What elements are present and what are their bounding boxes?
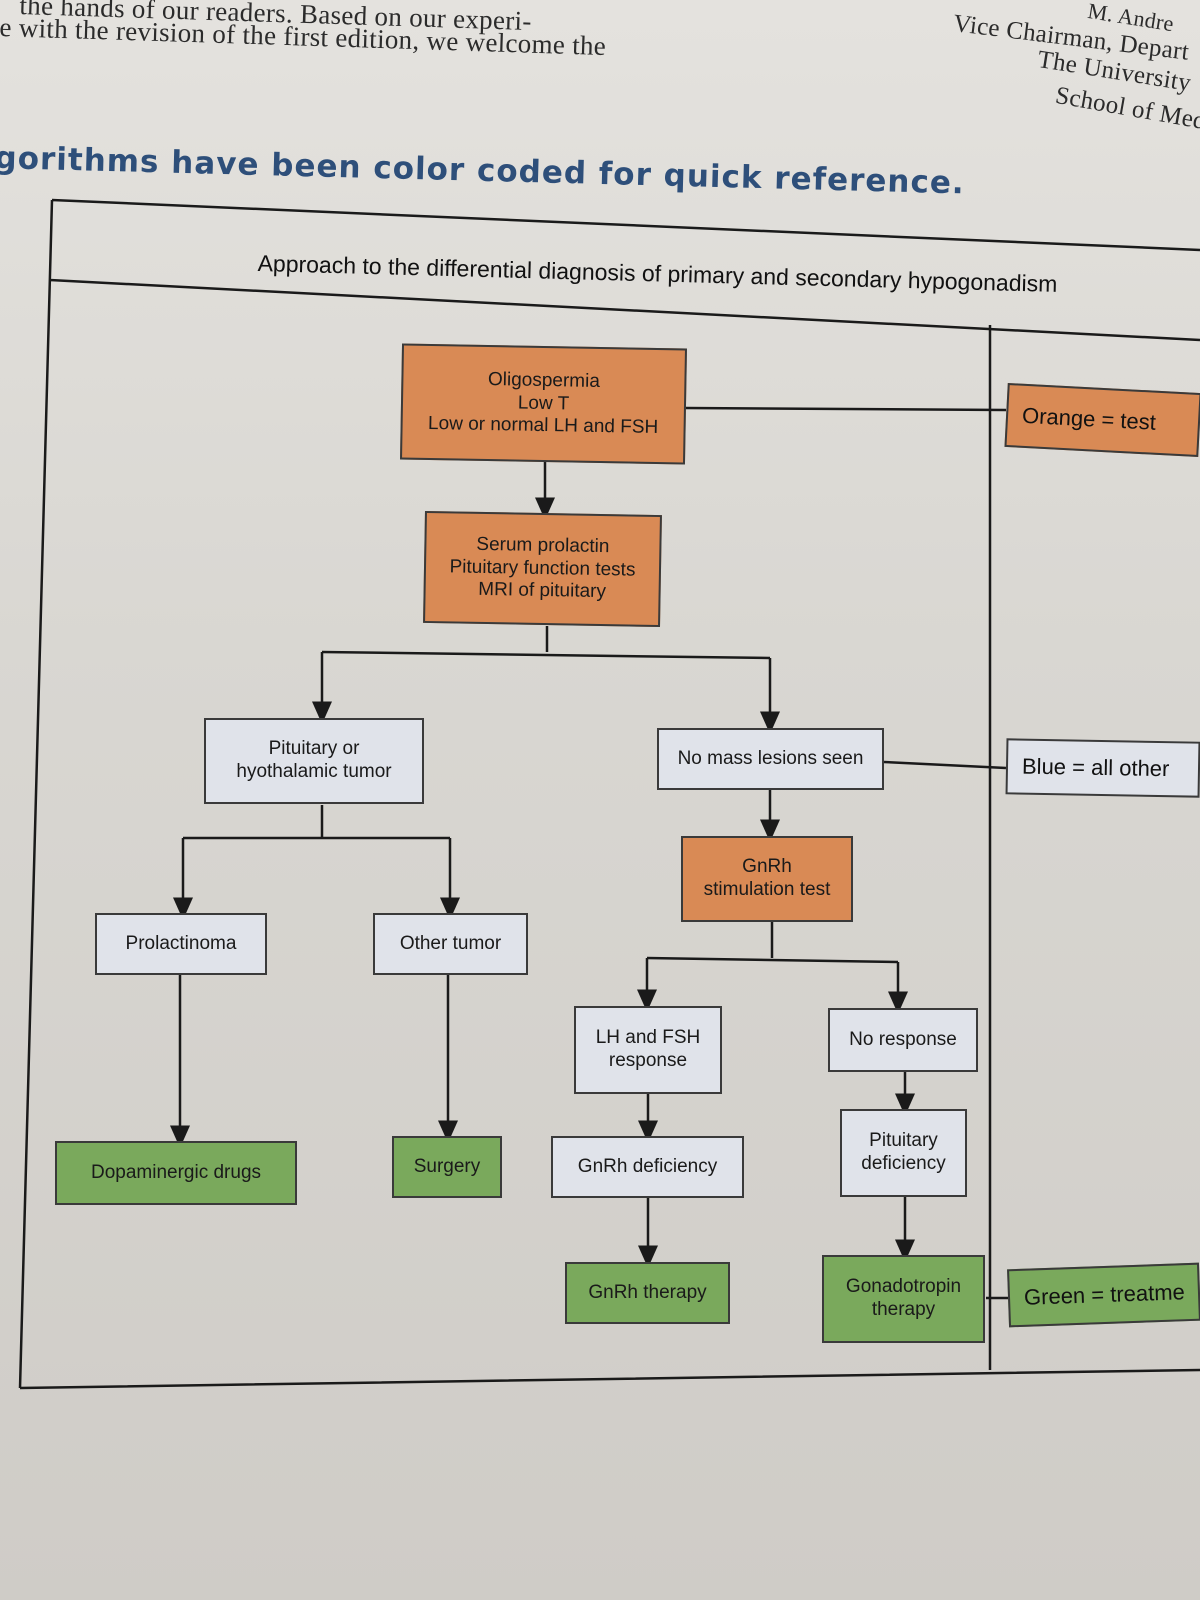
node-text: GnRh — [742, 856, 792, 878]
node-text: hyothalamic tumor — [236, 761, 392, 782]
node-other-tumor: Other tumor — [373, 913, 528, 975]
node-text: deficiency — [861, 1153, 946, 1174]
node-gnrh-stimulation: GnRh stimulation test — [681, 836, 853, 922]
node-no-response: No response — [828, 1008, 978, 1072]
node-gnrh-deficiency: GnRh deficiency — [551, 1136, 744, 1198]
node-pituitary-deficiency: Pituitary deficiency — [840, 1109, 967, 1197]
node-prolactinoma: Prolactinoma — [95, 913, 267, 975]
node-dopaminergic-drugs: Dopaminergic drugs — [55, 1141, 297, 1205]
node-text: GnRh therapy — [588, 1281, 707, 1303]
node-lh-fsh-response: LH and FSH response — [574, 1006, 722, 1094]
node-text: Serum prolactin — [476, 533, 610, 557]
legend-blue-label: Blue = all other — [1021, 753, 1170, 782]
legend-green: Green = treatme — [1007, 1262, 1200, 1328]
legend-pointer — [883, 760, 1007, 770]
node-text: Low or normal LH and FSH — [427, 413, 659, 439]
node-surgery: Surgery — [392, 1136, 502, 1198]
connector — [321, 650, 771, 660]
node-serum-prolactin: Serum prolactin Pituitary function tests… — [423, 510, 662, 628]
node-text: Gonadotropin — [845, 1276, 962, 1298]
connector — [646, 956, 899, 964]
node-text: Oligospermia — [487, 368, 601, 392]
node-text: Surgery — [413, 1155, 481, 1177]
node-text: Pituitary function tests — [449, 555, 636, 581]
node-gonadotropin-therapy: Gonadotropin therapy — [822, 1255, 985, 1343]
node-text: GnRh deficiency — [577, 1155, 718, 1177]
node-pituitary-tumor: Pituitary or hyothalamic tumor — [204, 718, 424, 804]
node-text: No mass lesions seen — [677, 747, 864, 769]
node-text: therapy — [871, 1299, 936, 1320]
flowchart-frame — [18, 198, 1200, 1390]
node-text: Prolactinoma — [125, 932, 237, 954]
legend-orange-label: Orange = test — [1021, 402, 1157, 435]
legend-green-label: Green = treatme — [1023, 1279, 1186, 1310]
node-text: No response — [849, 1028, 957, 1050]
node-text: Dopaminergic drugs — [90, 1161, 262, 1183]
node-text: LH and FSH — [595, 1027, 701, 1049]
node-text: response — [608, 1050, 688, 1071]
node-text: Pituitary or — [268, 738, 360, 760]
node-text: Pituitary — [869, 1130, 938, 1152]
node-text: Low T — [517, 392, 570, 415]
node-text: MRI of pituitary — [478, 579, 607, 603]
node-text: Other tumor — [399, 932, 502, 954]
legend-orange: Orange = test — [1004, 382, 1200, 458]
node-gnrh-therapy: GnRh therapy — [565, 1262, 730, 1324]
legend-pointer — [685, 406, 1007, 412]
node-oligospermia: Oligospermia Low T Low or normal LH and … — [400, 343, 687, 465]
node-text: stimulation test — [703, 879, 831, 900]
node-no-mass: No mass lesions seen — [657, 728, 884, 790]
legend-blue: Blue = all other — [1005, 738, 1200, 798]
